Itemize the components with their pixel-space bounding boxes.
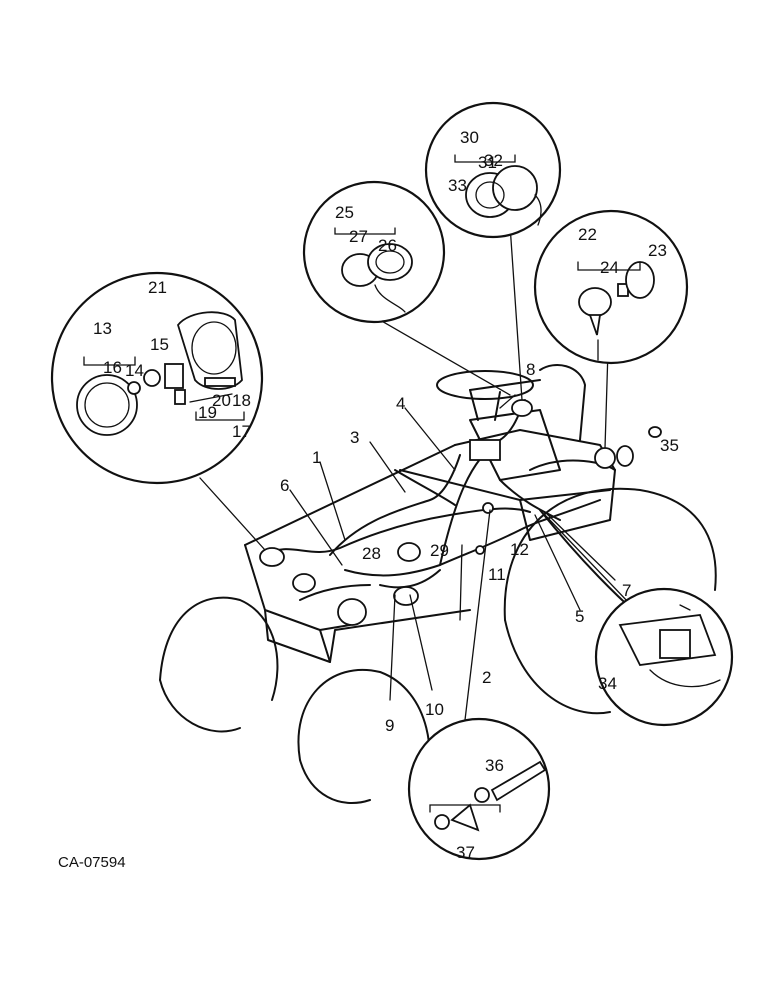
part-callout-25: 25	[335, 203, 354, 222]
rear-wheel	[503, 487, 717, 715]
front-left-wheel	[159, 596, 279, 733]
drawing-code: CA-07594	[58, 854, 126, 871]
part-callout-14: 14	[125, 361, 144, 380]
part-callout-32: 32	[484, 151, 503, 170]
part-callout-33: 33	[448, 176, 467, 195]
part-callout-13: 13	[93, 319, 112, 338]
part-callout-27: 27	[349, 227, 368, 246]
switch-detail-circle	[594, 587, 734, 727]
part-callout-12: 12	[510, 540, 529, 559]
part-callout-30: 30	[460, 128, 479, 147]
part-callout-28: 28	[362, 544, 381, 563]
part-callout-3: 3	[350, 428, 359, 447]
part-callout-19: 19	[198, 403, 217, 422]
leader-lines	[199, 224, 651, 721]
part-callout-10: 10	[425, 700, 444, 719]
headlight-detail-circle	[50, 271, 264, 485]
part-callout-36: 36	[485, 756, 504, 775]
part-callout-17: 17	[232, 422, 251, 441]
part-callout-29: 29	[430, 541, 449, 560]
part-callout-31: 31	[478, 153, 497, 172]
part-callout-16: 16	[103, 358, 122, 377]
part-callout-23: 23	[648, 241, 667, 260]
sender-detail-circle	[407, 717, 551, 861]
part-callout-24: 24	[600, 258, 619, 277]
part-callout-6: 6	[280, 476, 289, 495]
part-callout-9: 9	[385, 716, 394, 735]
part-callout-35: 35	[660, 436, 679, 455]
part-callout-15: 15	[150, 335, 169, 354]
part-callout-4: 4	[396, 394, 405, 413]
flood-lamp-detail-circle	[424, 101, 562, 239]
part-callout-1: 1	[312, 448, 321, 467]
part-callout-11: 11	[488, 565, 506, 584]
part-callout-5: 5	[575, 607, 584, 626]
part-callout-2: 2	[482, 668, 491, 687]
part-callout-7: 7	[622, 581, 631, 600]
wiring-harness	[264, 399, 651, 626]
part-callout-37: 37	[456, 843, 475, 862]
tail-lamp-detail-circle	[302, 180, 446, 324]
part-callout-18: 18	[232, 391, 251, 410]
part-callout-22: 22	[578, 225, 597, 244]
part-callout-21: 21	[148, 278, 167, 297]
part-callout-34: 34	[598, 674, 617, 693]
part-number-callouts: 1234567891011121314151617181920212223242…	[93, 128, 679, 862]
part-callout-26: 26	[378, 236, 397, 255]
part-callout-20: 20	[212, 391, 231, 410]
warning-lamp-detail-circle	[533, 209, 689, 365]
part-callout-8: 8	[526, 360, 535, 379]
